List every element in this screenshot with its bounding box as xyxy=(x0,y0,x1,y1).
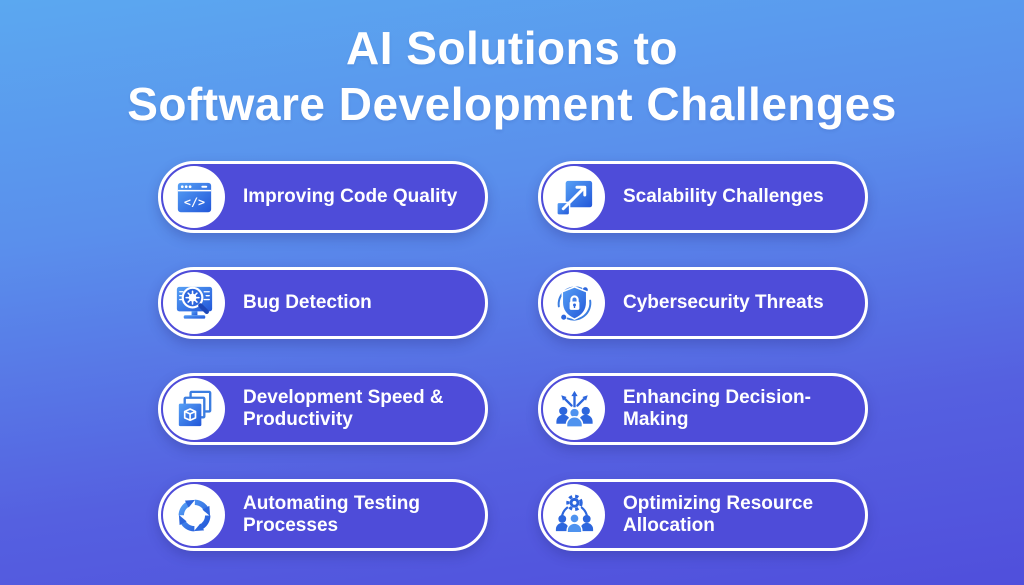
scale-expand-icon xyxy=(555,180,592,216)
challenge-label: Bug Detection xyxy=(243,291,372,313)
code-window-icon: </> xyxy=(177,182,211,212)
pill-optimizing-resource-allocation: Optimizing Resource Allocation xyxy=(538,479,868,551)
team-gear-icon xyxy=(555,494,593,533)
shield-lock-icon xyxy=(557,285,591,321)
challenge-label: Enhancing Decision-Making xyxy=(623,386,811,430)
icon-circle xyxy=(543,272,605,334)
challenge-label: Development Speed & Productivity xyxy=(243,386,444,430)
page-title: AI Solutions to Software Development Cha… xyxy=(0,20,1024,132)
icon-circle xyxy=(543,378,605,440)
challenge-label: Optimizing Resource Allocation xyxy=(623,492,814,536)
icon-circle xyxy=(163,378,225,440)
challenge-label: Cybersecurity Threats xyxy=(623,291,824,313)
title-line-1: AI Solutions to xyxy=(345,22,678,74)
pill-automating-testing-processes: Automating Testing Processes xyxy=(158,479,488,551)
icon-circle: </> xyxy=(163,166,225,228)
people-arrows-icon xyxy=(555,390,593,428)
svg-text:</>: </> xyxy=(183,194,204,208)
icon-circle xyxy=(543,166,605,228)
layers-cube-icon xyxy=(178,390,211,426)
pill-cybersecurity-threats: Cybersecurity Threats xyxy=(538,267,868,339)
cycle-arrows-icon xyxy=(178,499,210,531)
pill-scalability-challenges: Scalability Challenges xyxy=(538,161,868,233)
challenge-label: Improving Code Quality xyxy=(243,185,458,207)
challenge-grid: </> Improving Code Quality Scalability C… xyxy=(158,161,868,551)
pill-improving-code-quality: </> Improving Code Quality xyxy=(158,161,488,233)
challenge-label: Automating Testing Processes xyxy=(243,492,420,536)
title-line-2: Software Development Challenges xyxy=(127,78,897,131)
icon-circle xyxy=(543,484,605,546)
pill-enhancing-decision-making: Enhancing Decision-Making xyxy=(538,373,868,445)
pill-development-speed-productivity: Development Speed & Productivity xyxy=(158,373,488,445)
bug-search-icon xyxy=(176,286,212,319)
icon-circle xyxy=(163,484,225,546)
icon-circle xyxy=(163,272,225,334)
challenge-label: Scalability Challenges xyxy=(623,185,824,207)
pill-bug-detection: Bug Detection xyxy=(158,267,488,339)
